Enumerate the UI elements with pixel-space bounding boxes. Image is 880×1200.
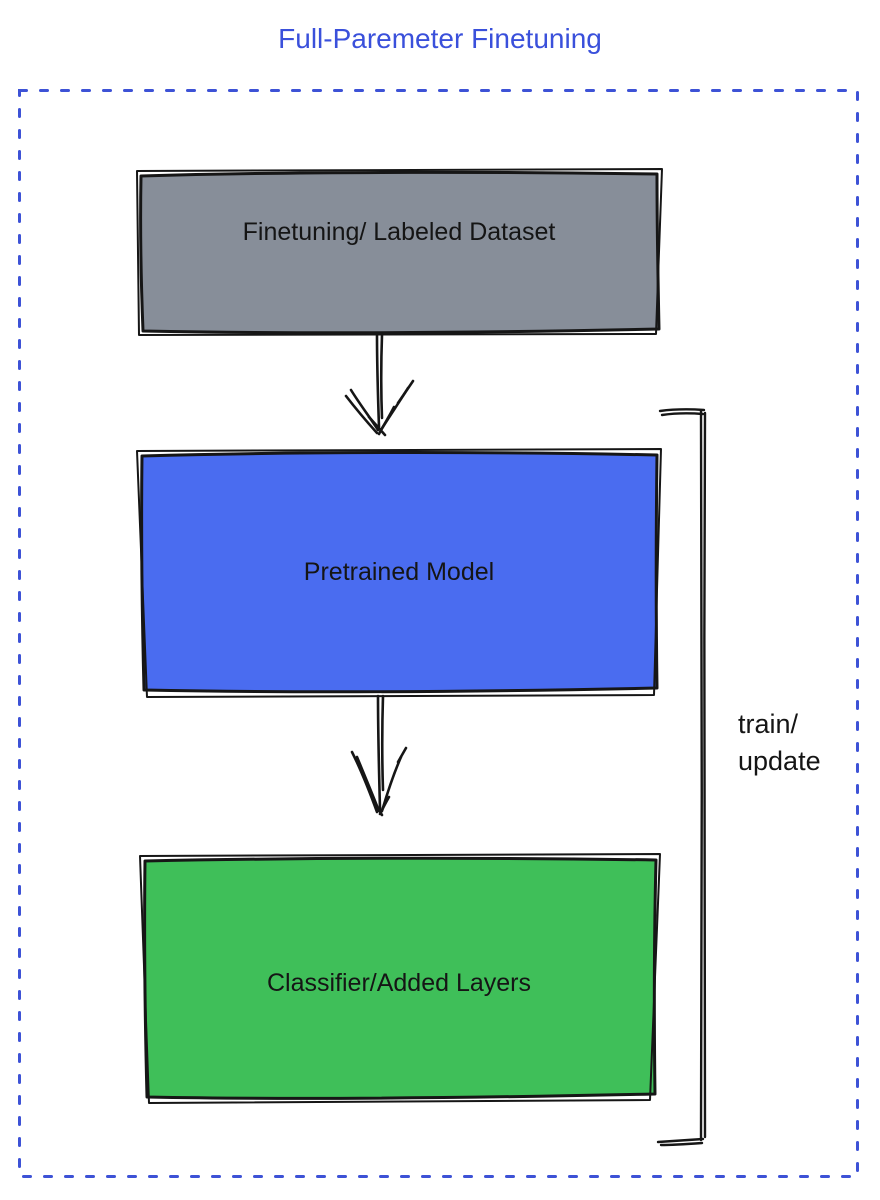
train-update-label: train/ update [738, 706, 821, 780]
train-update-bracket [656, 408, 707, 1147]
classifier-box-shape [143, 856, 658, 1100]
dataset-box-sketch-outline [136, 168, 663, 336]
arrow-dataset-to-pretrained [344, 333, 415, 437]
pretrained-label: Pretrained Model [303, 558, 495, 586]
dataset-box-shape [139, 170, 661, 335]
arrow-pretrained-to-classifier [350, 694, 408, 817]
diagram-title: Full-Paremeter Finetuning [278, 23, 602, 54]
classifier-box-sketch-outline [139, 853, 661, 1104]
arrow-head [350, 746, 408, 817]
dashed-frame [18, 89, 859, 1178]
classifier-box [139, 853, 661, 1104]
bracket-top [658, 408, 706, 413]
arrow-shaft-second-stroke [379, 333, 384, 420]
pretrained-box-shape [140, 451, 659, 694]
arrow-shaft-second-stroke [380, 694, 385, 792]
bracket-top-second-stroke [660, 412, 705, 417]
pretrained-box-sketch-outline [136, 448, 662, 698]
arrow-head [344, 379, 415, 437]
train-update-line2: update [738, 746, 821, 776]
arrow-shaft [376, 694, 382, 811]
classifier-label: Classifier/Added Layers [266, 969, 531, 997]
bracket-vertical [699, 409, 703, 1142]
train-update-line1: train/ [738, 709, 799, 739]
pretrained-box [136, 448, 662, 698]
bracket-bottom-second-stroke [659, 1141, 704, 1147]
bracket-bottom [656, 1137, 705, 1144]
dataset-label: Finetuning/ Labeled Dataset [242, 218, 556, 246]
arrow-shaft [375, 333, 381, 429]
bracket-vertical-second-stroke [703, 411, 707, 1139]
dataset-box [136, 168, 663, 336]
